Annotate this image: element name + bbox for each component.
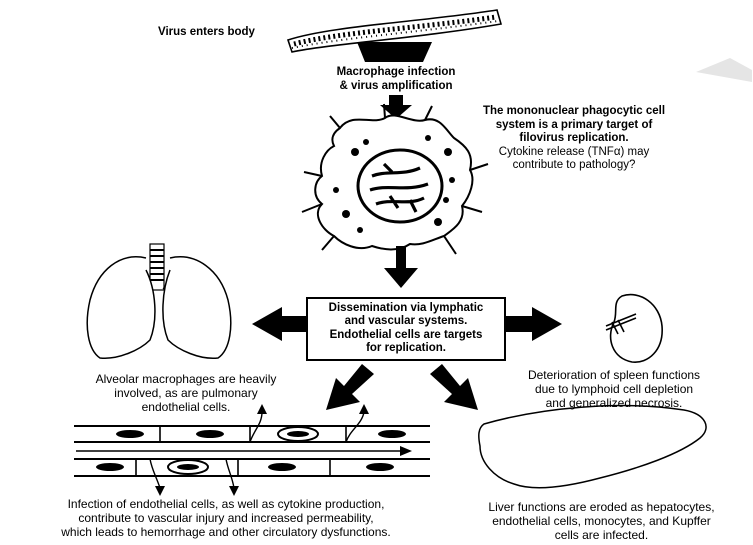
macrophage-infection-label: Macrophage infection & virus amplificati… (320, 66, 472, 93)
arrow-to-spleen (506, 307, 562, 341)
arrow-to-lungs (252, 307, 306, 341)
dissemination-box: Dissemination via lymphatic and vascular… (306, 297, 506, 361)
spleen-caption: Deterioration of spleen functions due to… (476, 368, 752, 410)
arrow-to-vessels (326, 364, 374, 410)
arrow-to-dissemination (384, 246, 418, 288)
vascular-caption: Infection of endothelial cells, as well … (0, 497, 452, 539)
spleen-icon (606, 295, 662, 363)
lung-caption: Alveolar macrophages are heavily involve… (60, 372, 312, 414)
entry-arrow (357, 42, 432, 62)
mps-target-label: The mononuclear phagocytic cell system i… (452, 105, 696, 173)
decorative-shape (696, 58, 752, 82)
blood-vessel-icon (74, 404, 430, 496)
arrow-to-liver (430, 364, 478, 410)
lungs-icon (87, 244, 231, 358)
liver-icon (479, 406, 706, 488)
virus-enters-label: Virus enters body (158, 26, 255, 40)
liver-caption: Liver functions are eroded as hepatocyte… (450, 500, 753, 542)
